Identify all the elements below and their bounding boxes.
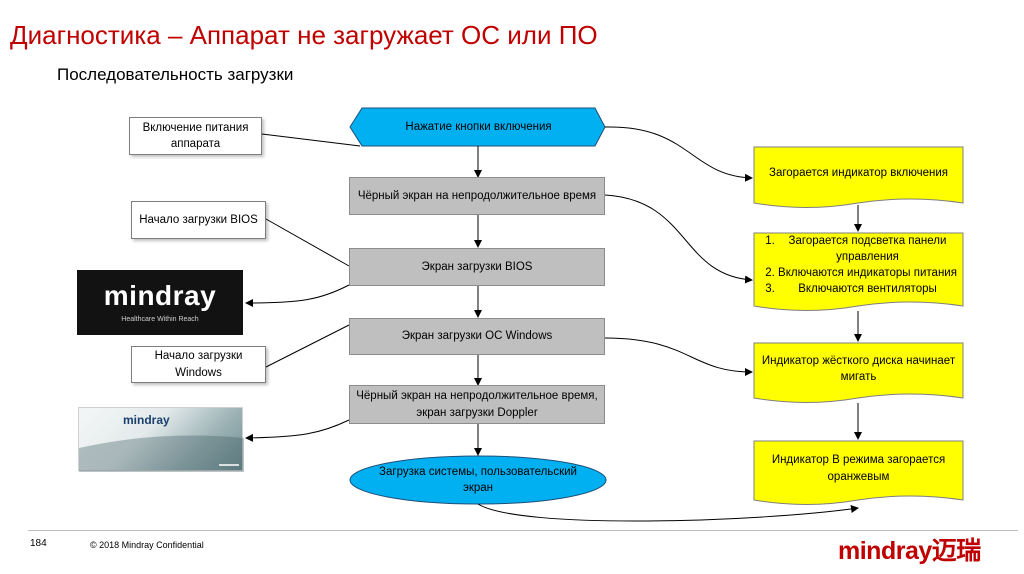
splash-swoosh-icon — [79, 435, 244, 472]
indicator-panel-item: Загорается подсветка панели управления — [778, 233, 957, 265]
flow-press-button: Нажатие кнопки включения — [362, 108, 595, 146]
note-bios-start: Начало загрузки BIOS — [131, 201, 266, 239]
slide-subtitle: Последовательность загрузки — [57, 65, 294, 84]
indicator-hdd-text: Индикатор жёсткого диска начинает мигать — [761, 354, 956, 383]
note-bios-start-text: Начало загрузки BIOS — [139, 213, 258, 226]
flow-black-screen-doppler-text: Чёрный экран на непродолжительное время,… — [356, 390, 598, 419]
copyright-text: © 2018 Mindray Confidential — [90, 540, 204, 550]
mindray-splash-screen: mindray — [78, 407, 244, 472]
indicator-panel-list: Загорается подсветка панели управления В… — [754, 233, 963, 313]
mindray-black-logo: mindray Healthcare Within Reach — [77, 270, 243, 335]
flow-bios-screen-text: Экран загрузки BIOS — [421, 260, 533, 273]
flow-windows-screen: Экран загрузки ОС Windows — [349, 318, 605, 355]
brand-logo: mindray迈瑞 — [838, 537, 981, 565]
flow-bios-screen: Экран загрузки BIOS — [349, 248, 605, 286]
note-power-on-text: Включение питания аппарата — [142, 121, 249, 150]
slide-title: Диагностика – Аппарат не загружает ОС ил… — [10, 20, 598, 50]
footer-divider — [28, 530, 1018, 531]
mindray-splash-word: mindray — [123, 413, 170, 427]
indicator-panel-item: Включаются вентиляторы — [778, 281, 957, 297]
flow-press-button-text: Нажатие кнопки включения — [405, 120, 552, 133]
indicator-mode-text: Индикатор B режима загорается оранжевым — [771, 454, 946, 483]
yellow-box-shape-2 — [753, 232, 964, 311]
note-windows-start-text: Начало загрузки Windows — [154, 350, 243, 379]
flow-black-screen-doppler: Чёрный экран на непродолжительное время,… — [349, 385, 605, 424]
flow-windows-screen-text: Экран загрузки ОС Windows — [401, 330, 553, 343]
flow-black-screen-short-text: Чёрный экран на непродолжительное время — [357, 189, 597, 202]
indicator-mode: Индикатор B режима загорается оранжевым — [754, 441, 963, 504]
yellow-box-shape-1 — [753, 146, 964, 208]
start-shape — [349, 107, 606, 147]
yellow-box-shape-3 — [753, 342, 964, 403]
indicator-power-text: Загорается индикатор включения — [769, 166, 948, 179]
indicator-panel-item: Включаются индикаторы питания — [778, 265, 957, 281]
mindray-black-logo-tag: Healthcare Within Reach — [121, 316, 199, 323]
mindray-black-logo-word: mindray — [103, 280, 217, 311]
flow-system-load-text: Загрузка системы, пользовательский экран — [379, 465, 577, 494]
flow-system-load: Загрузка системы, пользовательский экран — [370, 460, 586, 500]
indicator-power: Загорается индикатор включения — [754, 147, 963, 207]
yellow-box-shape-4 — [753, 440, 964, 505]
indicator-panel-items: Загорается подсветка панели управления В… — [754, 233, 963, 297]
note-windows-start: Начало загрузки Windows — [131, 346, 266, 383]
indicator-hdd: Индикатор жёсткого диска начинает мигать — [754, 343, 963, 403]
flow-black-screen-short: Чёрный экран на непродолжительное время — [349, 177, 605, 215]
page-number: 184 — [30, 538, 47, 549]
note-power-on: Включение питания аппарата — [129, 117, 262, 155]
